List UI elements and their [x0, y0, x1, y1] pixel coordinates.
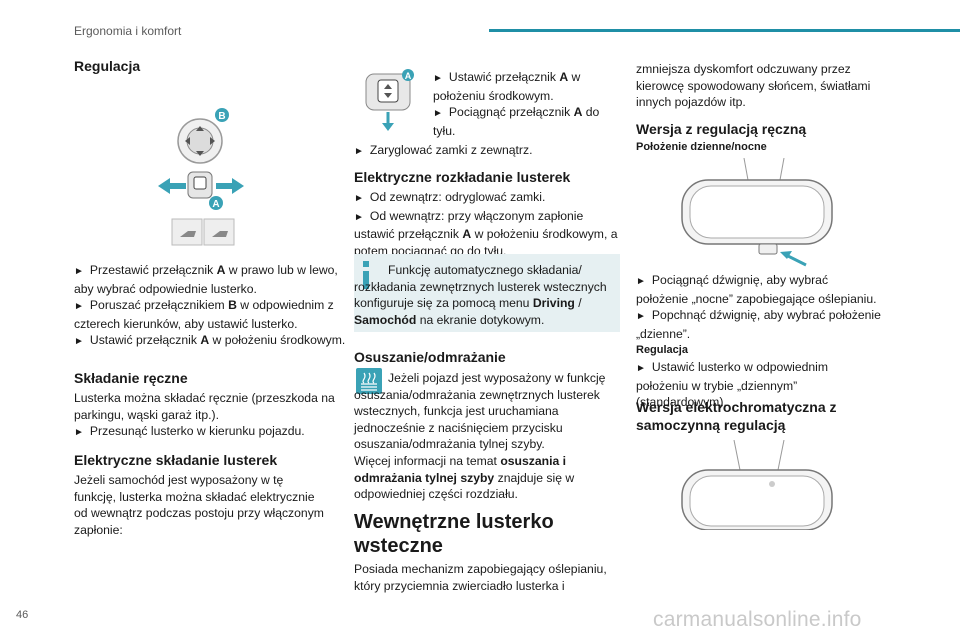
heading-regulacja: Regulacja	[74, 58, 141, 74]
header-accent-bar	[489, 29, 960, 32]
heading-inner-mirror: Wewnętrzne lusterko wsteczne	[354, 511, 554, 557]
header-section-title: Ergonomia i komfort	[74, 24, 182, 38]
heading-manual-folding: Składanie ręczne	[74, 370, 188, 386]
manual-version-steps: ►Pociągnąć dźwignię, aby wybrać położeni…	[636, 273, 881, 410]
rearview-mirror-manual-illustration	[681, 158, 833, 267]
inner-mirror-cont-text: zmniejsza dyskomfort odczuwany przez kie…	[636, 62, 871, 110]
switch-pull-steps: ►Ustawić przełącznik A w położeniu środk…	[433, 70, 600, 138]
subheading-regulacja: Regulacja	[636, 344, 688, 357]
label-a-middle: A	[405, 71, 412, 81]
heading-electrochromic: Wersja elektrochromatyczna z samoczynną …	[636, 399, 837, 433]
inner-mirror-text: Posiada mechanizm zapobiegający oślepian…	[354, 562, 607, 593]
info-icon	[363, 261, 369, 289]
unfold-steps: ►Od zewnątrz: odryglować zamki. ►Od wewn…	[354, 190, 618, 258]
label-a: A	[212, 199, 219, 210]
page-number: 46	[16, 609, 29, 621]
defrost-text: Jeżeli pojazd jest wyposażony w funkcję …	[354, 371, 606, 502]
info-note-text: Funkcję automatycznego składania/ rozkła…	[354, 263, 607, 327]
lock-step: ►Zaryglować zamki z zewnątrz.	[354, 143, 533, 157]
mirror-switch-illustration: B A	[158, 108, 244, 246]
heading-electric-unfolding: Elektryczne rozkładanie lusterek	[354, 169, 571, 185]
info-note	[354, 254, 620, 332]
heading-electric-folding: Elektryczne składanie lusterek	[74, 452, 278, 468]
electric-folding-text: Jeżeli samochód jest wyposażony w tę fun…	[74, 473, 324, 537]
regulacja-steps: ►Przestawić przełącznik A w prawo lub w …	[74, 263, 346, 348]
watermark: carmanualsonline.info	[653, 608, 862, 631]
subheading-day-night: Położenie dzienne/nocne	[636, 141, 767, 153]
rearview-mirror-electrochromic-illustration	[681, 440, 833, 530]
heading-defrost: Osuszanie/odmrażanie	[354, 349, 506, 365]
defrost-icon	[356, 368, 382, 394]
label-b: B	[218, 111, 225, 122]
heading-manual-version: Wersja z regulacją ręczną	[636, 121, 807, 137]
manual-folding-text: Lusterka można składać ręcznie (przeszko…	[74, 391, 335, 439]
switch-pull-illustration: A	[365, 69, 414, 131]
